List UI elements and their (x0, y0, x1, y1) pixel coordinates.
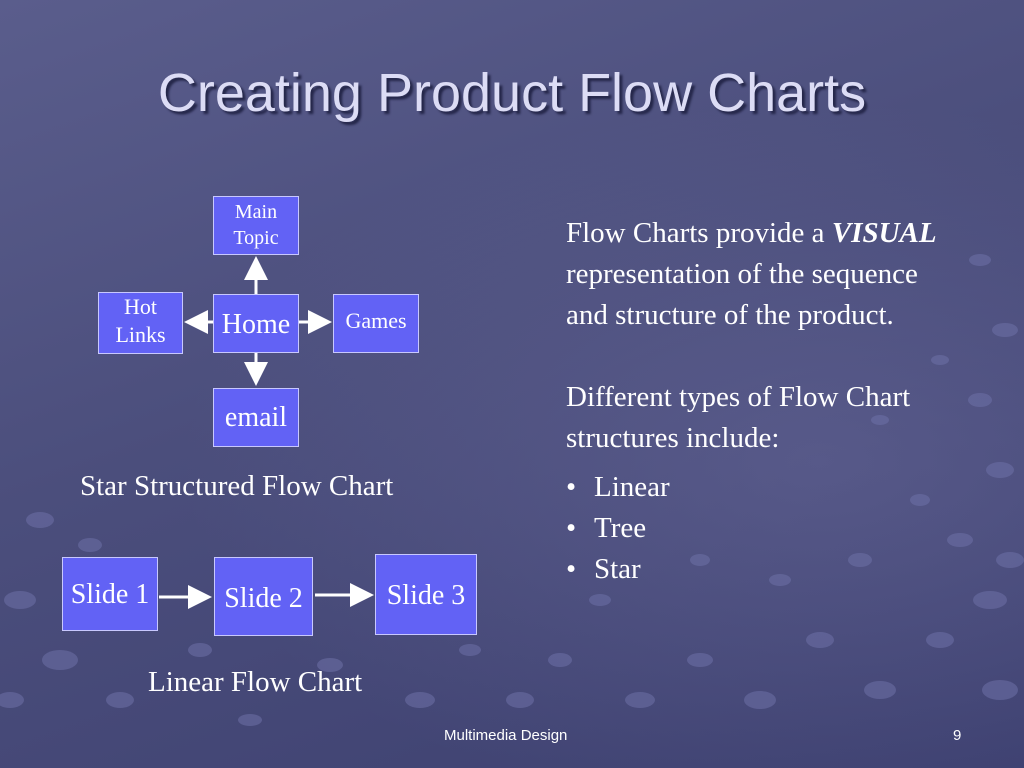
para1-before: Flow Charts provide a (566, 217, 832, 249)
node-slide-1-label: Slide 1 (70, 579, 150, 610)
node-home-label: Home (221, 309, 291, 340)
list-item-label: Tree (594, 512, 647, 544)
node-games: Games (333, 294, 419, 353)
node-main-topic-line1: Main (234, 201, 278, 223)
footer-text: Multimedia Design (444, 727, 568, 744)
node-slide-3: Slide 3 (375, 554, 477, 635)
node-hot-links: Hot Links (98, 292, 183, 354)
description-paragraph-2: Different types of Flow Chart structures… (566, 381, 911, 454)
structure-type-list: • Linear • Tree • Star (566, 467, 966, 590)
node-slide-2-label: Slide 2 (224, 583, 303, 614)
list-item-label: Star (594, 553, 641, 585)
list-item: • Tree (566, 508, 966, 549)
linear-chart-caption: Linear Flow Chart (148, 666, 363, 698)
slide-title: Creating Product Flow Charts (157, 63, 867, 123)
node-email: email (213, 388, 299, 447)
node-slide-3-label: Slide 3 (386, 580, 466, 611)
node-hot-links-line1: Hot (124, 294, 157, 319)
bullet-icon: • (566, 553, 577, 585)
bullet-icon: • (566, 512, 577, 544)
description-paragraph-1: Flow Charts provide a VISUAL representat… (566, 213, 966, 336)
node-main-topic: Main Topic (213, 196, 299, 255)
node-games-label: Games (345, 308, 407, 333)
description-text: Flow Charts provide a VISUAL representat… (566, 213, 966, 590)
node-main-topic-line2: Topic (233, 227, 279, 249)
visual-emphasis: VISUAL (831, 217, 937, 249)
node-slide-2: Slide 2 (214, 557, 313, 636)
star-chart-caption: Star Structured Flow Chart (80, 470, 394, 502)
node-slide-1: Slide 1 (62, 557, 158, 631)
bullet-icon: • (566, 471, 577, 503)
list-item-label: Linear (594, 471, 670, 503)
page-number: 9 (953, 727, 962, 744)
node-home: Home (213, 294, 299, 353)
node-hot-links-line2: Links (115, 322, 166, 348)
para1-after: representation of the sequence and struc… (566, 258, 918, 331)
node-email-label: email (224, 402, 288, 433)
list-item: • Linear (566, 467, 966, 508)
list-item: • Star (566, 549, 966, 590)
